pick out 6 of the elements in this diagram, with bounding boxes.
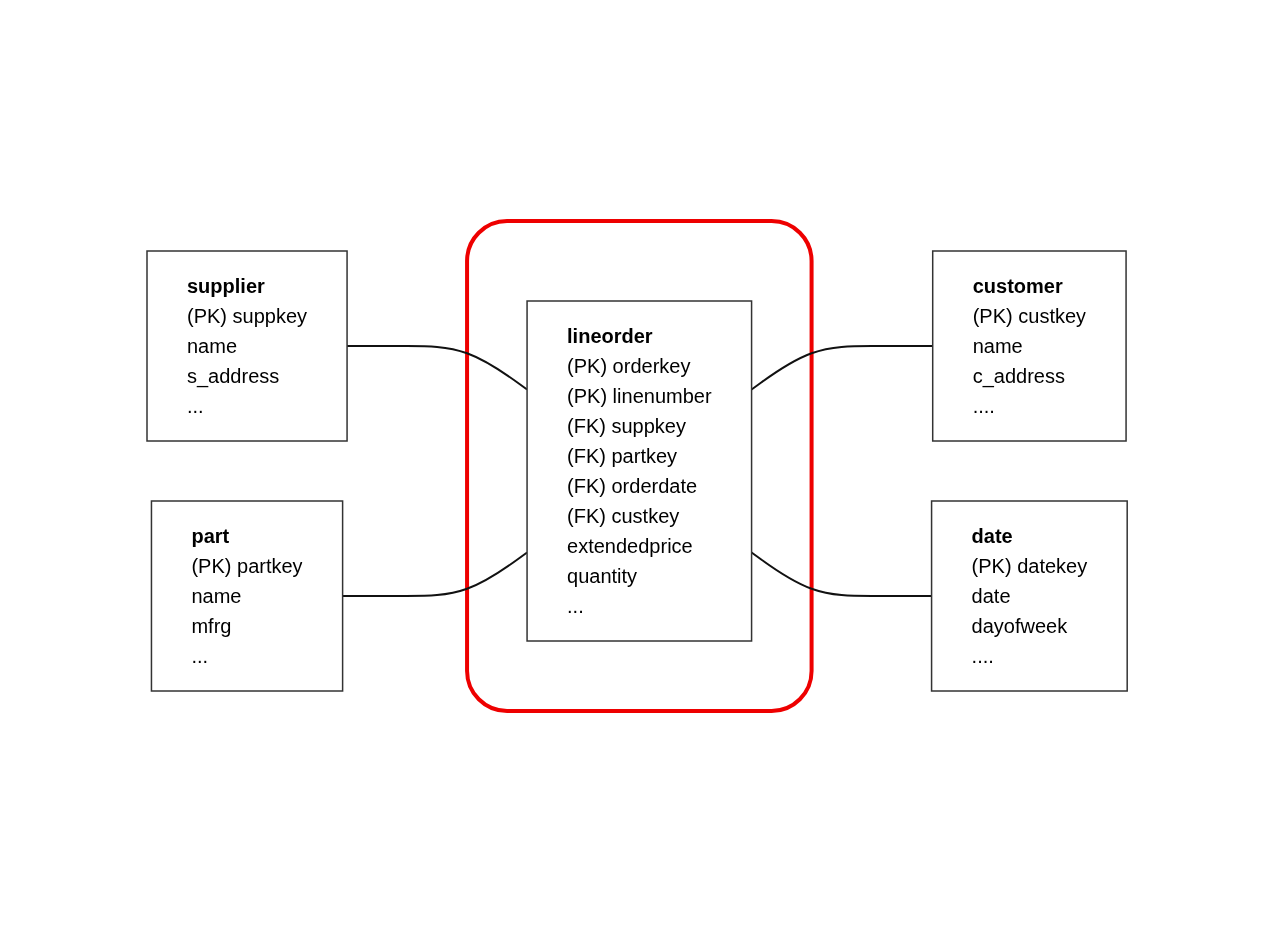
node-box: part (PK) partkey name mfrg ... — [150, 499, 344, 692]
node-box: lineorder (PK) orderkey (PK) linenumber (FK) suppkey (FK) partkey (FK) orderdate (FK) custkey extendedprice quantity ... — [526, 299, 753, 642]
node-box: supplier (PK) suppkey name s_address ... — [146, 249, 348, 442]
node-box: customer (PK) custkey name c_address .... — [931, 249, 1127, 442]
node-box: date (PK) datekey date dayofweek .... — [930, 499, 1128, 692]
cluster — [464, 218, 814, 713]
